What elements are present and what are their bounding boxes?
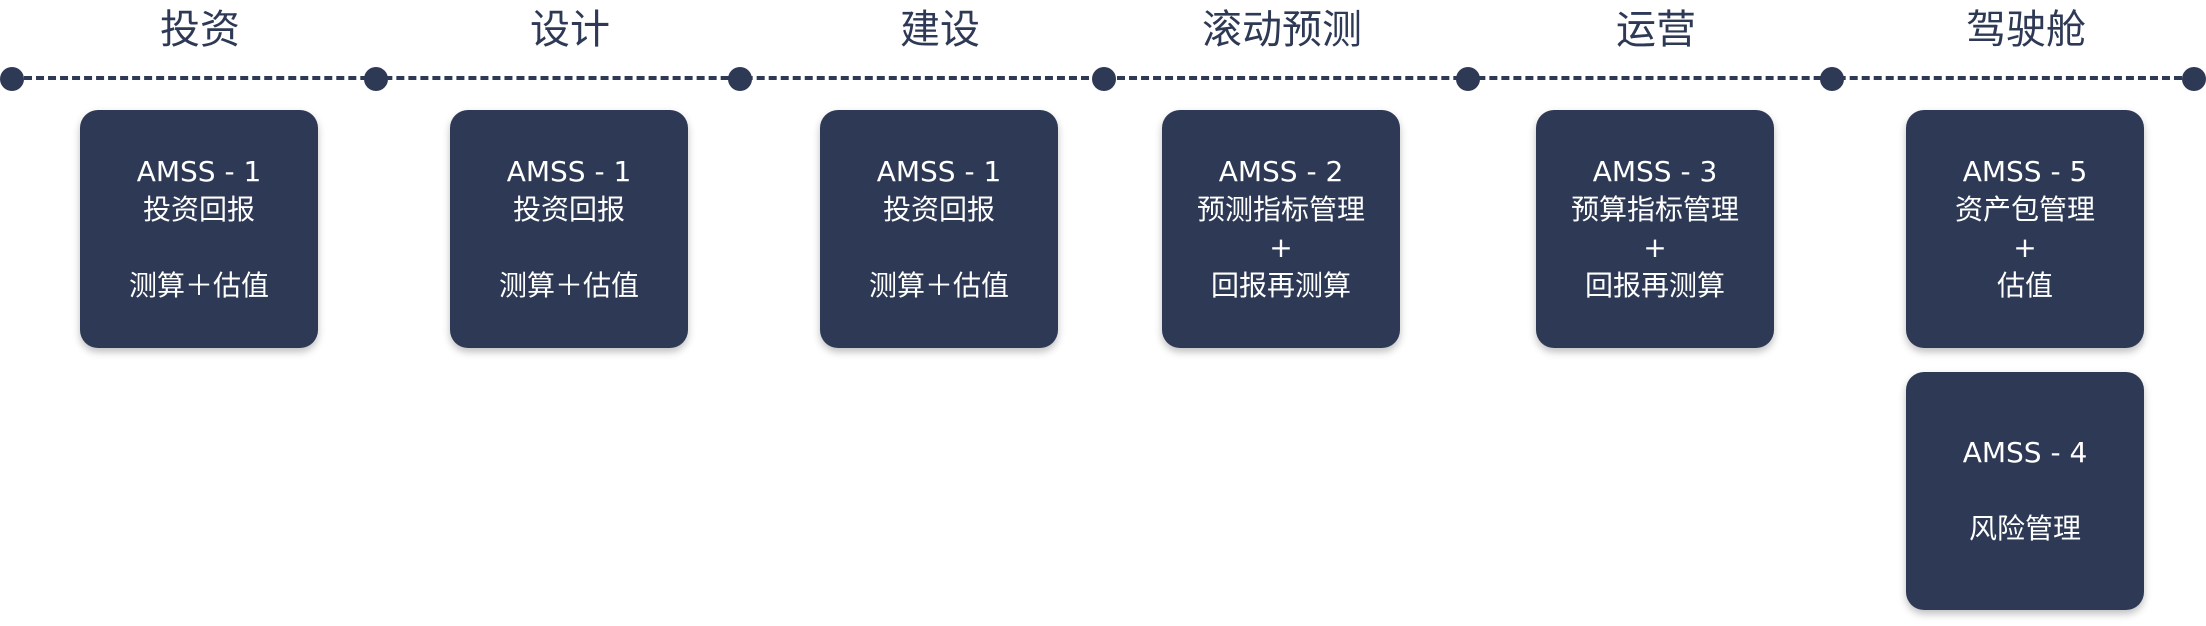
timeline-node-1 <box>0 67 24 91</box>
module-card-rolling-forecast[interactable]: AMSS - 2 预测指标管理 + 回报再测算 <box>1162 110 1400 348</box>
card-line: AMSS - 1 <box>506 155 632 188</box>
phase-title-cockpit: 驾驶舱 <box>1966 7 2086 53</box>
module-card-design[interactable]: AMSS - 1 投资回报 测算＋估值 <box>450 110 688 348</box>
card-line: AMSS - 2 <box>1218 155 1344 188</box>
card-line: 投资回报 <box>142 193 255 226</box>
card-line: AMSS - 3 <box>1592 155 1718 188</box>
phase-title-design: 设计 <box>530 7 610 53</box>
timeline-node-4 <box>1092 67 1116 91</box>
card-line: 投资回报 <box>512 193 625 226</box>
card-line: 估值 <box>1996 269 2053 302</box>
module-card-cockpit-risk[interactable]: AMSS - 4 风险管理 <box>1906 372 2144 610</box>
card-line: AMSS - 1 <box>876 155 1002 188</box>
timeline-node-3 <box>728 67 752 91</box>
card-line: 风险管理 <box>1968 512 2081 545</box>
card-line: 资产包管理 <box>1954 193 2095 226</box>
phase-title-construction: 建设 <box>900 7 980 53</box>
module-card-cockpit-asset-package[interactable]: AMSS - 5 资产包管理 + 估值 <box>1906 110 2144 348</box>
card-line: 测算＋估值 <box>128 269 269 302</box>
timeline-node-6 <box>1820 67 1844 91</box>
phase-title-investment: 投资 <box>160 7 240 53</box>
card-line: 预测指标管理 <box>1196 193 1365 226</box>
card-line: AMSS - 4 <box>1962 436 2088 469</box>
card-line: 回报再测算 <box>1584 269 1725 302</box>
card-line: + <box>1643 231 1667 264</box>
module-card-construction[interactable]: AMSS - 1 投资回报 测算＋估值 <box>820 110 1058 348</box>
timeline-node-2 <box>364 67 388 91</box>
card-line: 测算＋估值 <box>498 269 639 302</box>
module-card-investment[interactable]: AMSS - 1 投资回报 测算＋估值 <box>80 110 318 348</box>
phase-title-rolling-forecast: 滚动预测 <box>1202 7 1362 53</box>
card-line: + <box>2013 231 2037 264</box>
card-line: 预算指标管理 <box>1570 193 1739 226</box>
card-line: + <box>1269 231 1293 264</box>
card-line: 回报再测算 <box>1210 269 1351 302</box>
timeline-node-7 <box>2182 67 2206 91</box>
card-line: 投资回报 <box>882 193 995 226</box>
module-card-operations[interactable]: AMSS - 3 预算指标管理 + 回报再测算 <box>1536 110 1774 348</box>
card-line: AMSS - 5 <box>1962 155 2088 188</box>
timeline-node-5 <box>1456 67 1480 91</box>
card-line: 测算＋估值 <box>868 269 1009 302</box>
phase-title-operations: 运营 <box>1616 7 1696 53</box>
card-line: AMSS - 1 <box>136 155 262 188</box>
